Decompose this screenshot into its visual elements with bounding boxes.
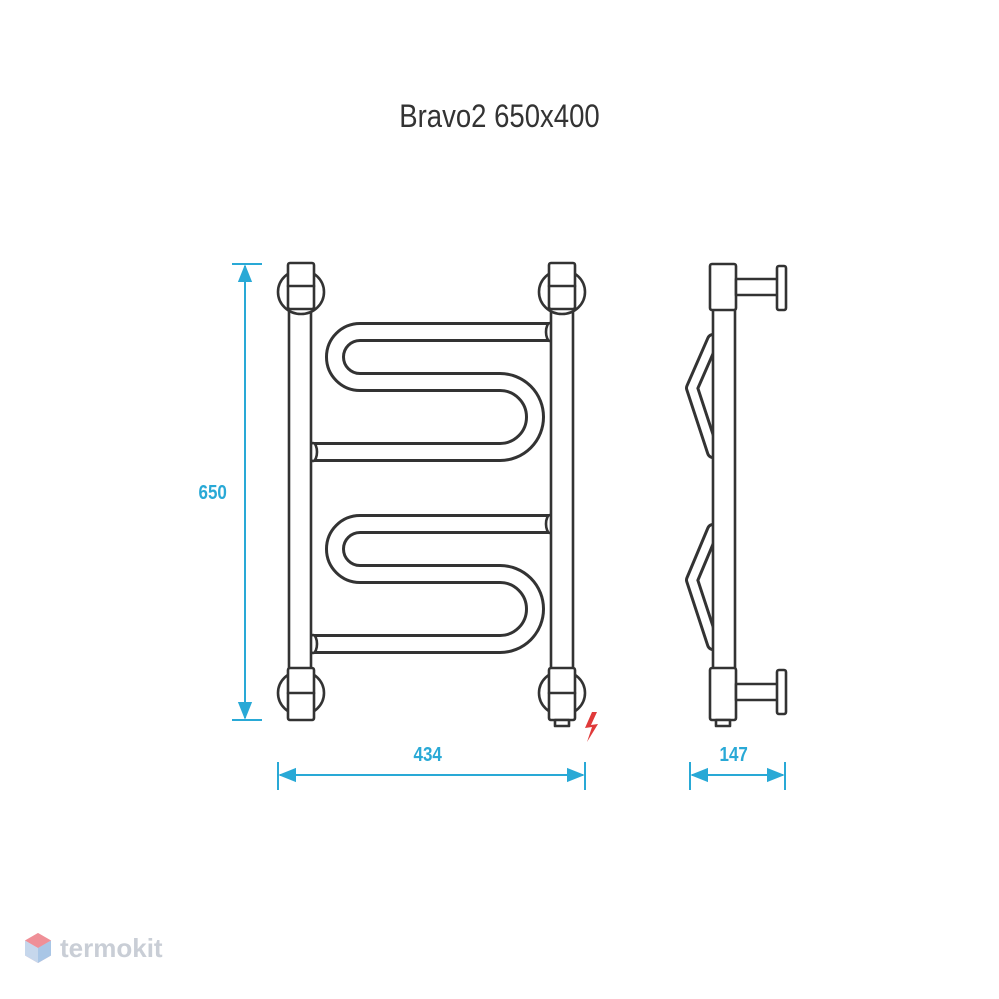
diagram-title: Bravo2 650x400 (399, 98, 600, 134)
mount-top-right (537, 261, 587, 316)
left-riser (287, 308, 313, 672)
mount-bottom-right (537, 666, 587, 728)
depth-dimension-label: 147 (719, 744, 748, 766)
brand-name: termokit (60, 932, 163, 963)
side-view (685, 262, 788, 728)
lightning-bolt-icon (585, 712, 598, 742)
serpentine-upper (302, 322, 560, 462)
dimension-lines (232, 263, 786, 790)
front-view (276, 261, 587, 728)
mount-top-left (276, 261, 326, 316)
width-dimension-label: 434 (413, 744, 442, 766)
mount-bottom-left (276, 666, 326, 722)
brand-logo: termokit (24, 932, 163, 964)
right-riser (549, 308, 575, 672)
height-dimension-label: 650 (198, 482, 227, 504)
serpentine-lower (302, 514, 560, 654)
hexagon-cube-icon (25, 933, 51, 963)
